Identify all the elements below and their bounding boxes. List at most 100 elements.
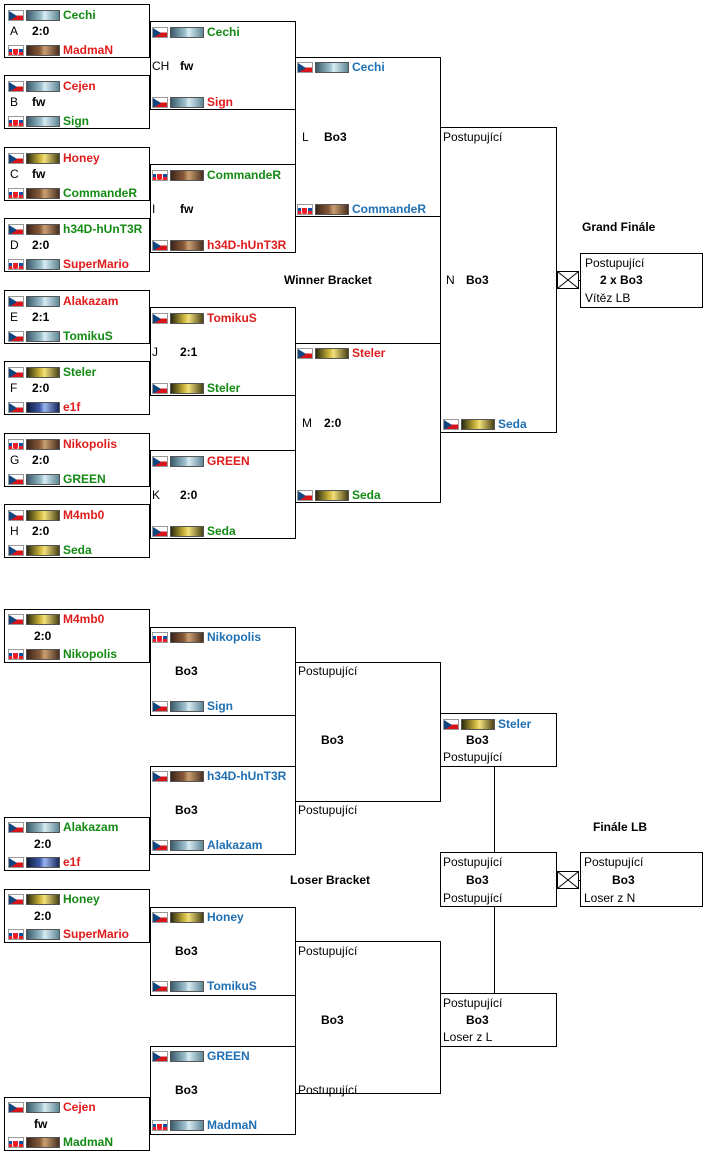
match-score: 2:1 — [32, 310, 50, 324]
terran-race-icon — [170, 980, 204, 992]
player-entry[interactable]: MadmaN — [152, 1117, 257, 1133]
player-entry[interactable]: Steler — [297, 345, 385, 361]
terran-race-icon — [170, 26, 204, 38]
advancing-label: Postupující — [298, 944, 358, 958]
match-score: 2:0 — [34, 837, 52, 851]
czech-flag-icon — [8, 9, 24, 21]
player-entry[interactable]: Alakazam — [8, 293, 118, 309]
player-name: Sign — [207, 95, 233, 109]
player-entry[interactable]: Cechi — [297, 59, 385, 75]
match-letter: A — [10, 24, 19, 38]
match-letter: F — [10, 381, 18, 395]
terran-race-icon — [26, 473, 60, 485]
player-entry[interactable]: h34D-hUnT3R — [152, 768, 286, 784]
player-entry[interactable]: Cechi — [152, 24, 240, 40]
player-name: GREEN — [207, 1049, 250, 1063]
player-entry[interactable]: Alakazam — [8, 819, 118, 835]
player-name: M4mb0 — [63, 508, 105, 522]
random-race-icon — [26, 856, 60, 868]
player-entry[interactable]: Sign — [8, 113, 89, 129]
czech-flag-icon — [152, 455, 168, 467]
match-score: Bo3 — [324, 130, 347, 144]
player-entry[interactable]: GREEN — [152, 453, 250, 469]
slovak-flag-icon — [8, 648, 24, 660]
match-format: Bo3 — [321, 733, 344, 747]
player-entry[interactable]: Honey — [152, 909, 244, 925]
player-entry[interactable]: CommandeR — [8, 185, 137, 201]
terran-race-icon — [26, 330, 60, 342]
player-name: Cejen — [63, 79, 96, 93]
wb-r2-match — [150, 450, 296, 539]
player-entry[interactable]: SuperMario — [8, 256, 129, 272]
terran-race-icon — [170, 839, 204, 851]
czech-flag-icon — [152, 911, 168, 923]
match-score: 2:0 — [324, 416, 342, 430]
advancing-label: Postupující — [443, 130, 503, 144]
player-entry[interactable]: h34D-hUnT3R — [8, 221, 142, 237]
protoss-race-icon — [26, 613, 60, 625]
player-name: Alakazam — [63, 294, 119, 308]
player-entry[interactable]: CommandeR — [297, 201, 426, 217]
player-entry[interactable]: TomikuS — [152, 978, 257, 994]
player-entry[interactable]: Seda — [152, 523, 236, 539]
czech-flag-icon — [152, 312, 168, 324]
match-score: Bo3 — [466, 273, 489, 287]
player-entry[interactable]: e1f — [8, 854, 80, 870]
player-entry[interactable]: SuperMario — [8, 926, 129, 942]
player-name: Seda — [498, 417, 527, 431]
player-name: Alakazam — [63, 820, 119, 834]
player-entry[interactable]: Sign — [152, 698, 233, 714]
player-entry[interactable]: TomikuS — [152, 310, 257, 326]
player-entry[interactable]: Seda — [443, 416, 527, 432]
advancing-label: Postupující — [443, 855, 503, 869]
player-entry[interactable]: Nikopolis — [152, 629, 261, 645]
player-entry[interactable]: Steler — [8, 364, 96, 380]
player-entry[interactable]: TomikuS — [8, 328, 113, 344]
player-name: Steler — [498, 717, 532, 731]
czech-flag-icon — [152, 239, 168, 251]
player-entry[interactable]: Cechi — [8, 7, 96, 23]
czech-flag-icon — [8, 223, 24, 235]
protoss-race-icon — [461, 418, 495, 430]
player-entry[interactable]: Seda — [297, 487, 381, 503]
match-letter: H — [10, 524, 19, 538]
player-entry[interactable]: Alakazam — [152, 837, 262, 853]
player-entry[interactable]: Honey — [8, 150, 100, 166]
player-entry[interactable]: Cejen — [8, 1099, 96, 1115]
player-entry[interactable]: M4mb0 — [8, 611, 104, 627]
czech-flag-icon — [152, 525, 168, 537]
terran-race-icon — [26, 295, 60, 307]
advancing-label: Postupující — [443, 891, 503, 905]
player-entry[interactable]: Sign — [152, 94, 233, 110]
protoss-race-icon — [26, 893, 60, 905]
player-entry[interactable]: h34D-hUnT3R — [152, 237, 286, 253]
player-entry[interactable]: GREEN — [152, 1048, 250, 1064]
slovak-flag-icon — [8, 258, 24, 270]
terran-race-icon — [26, 1101, 60, 1113]
slovak-flag-icon — [152, 1119, 168, 1131]
lb-r3-connector — [295, 941, 441, 1094]
player-entry[interactable]: Steler — [152, 380, 240, 396]
protoss-race-icon — [170, 525, 204, 537]
player-entry[interactable]: MadmaN — [8, 42, 113, 58]
advancing-label: Postupující — [585, 256, 645, 270]
player-entry[interactable]: GREEN — [8, 471, 106, 487]
match-score: fw — [32, 95, 46, 109]
player-entry[interactable]: MadmaN — [8, 1134, 113, 1150]
player-name: TomikuS — [63, 329, 113, 343]
player-entry[interactable]: Nikopolis — [8, 646, 117, 662]
player-entry[interactable]: M4mb0 — [8, 507, 104, 523]
player-entry[interactable]: Cejen — [8, 78, 96, 94]
player-name: TomikuS — [207, 311, 257, 325]
player-entry[interactable]: Honey — [8, 891, 100, 907]
player-entry[interactable]: Steler — [443, 716, 531, 732]
cross-connector-icon — [557, 271, 579, 289]
player-entry[interactable]: CommandeR — [152, 167, 281, 183]
player-entry[interactable]: Seda — [8, 542, 92, 558]
advancing-label: Postupující — [443, 996, 503, 1010]
match-letter: CH — [152, 59, 170, 73]
player-entry[interactable]: Nikopolis — [8, 436, 117, 452]
protoss-race-icon — [26, 544, 60, 556]
player-name: Steler — [352, 346, 386, 360]
player-entry[interactable]: e1f — [8, 399, 80, 415]
